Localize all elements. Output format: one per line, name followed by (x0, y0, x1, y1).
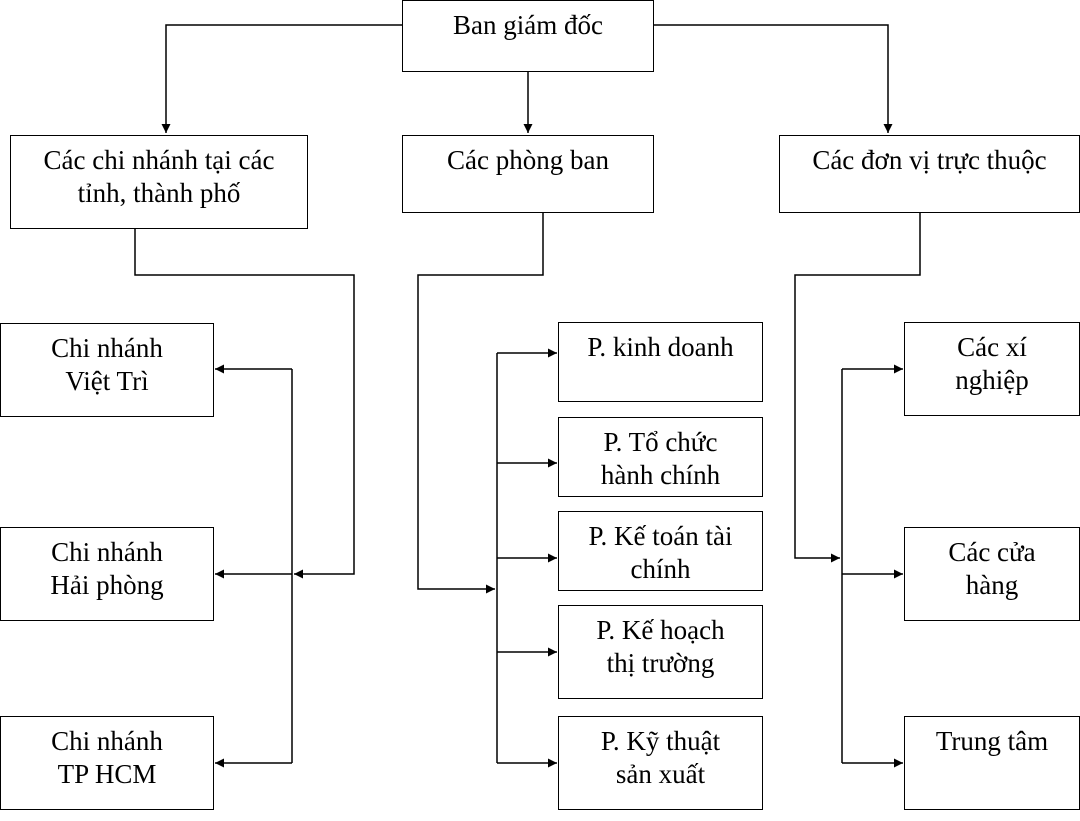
node-label-line: P. Kế toán tài (588, 521, 733, 551)
node-label-line: hành chính (600, 460, 721, 490)
arrow-root-to-units (654, 24, 893, 133)
node-p-ke-hoach-thi-truong: P. Kế hoạch thị trường (558, 605, 763, 699)
node-chi-nhanh-hai-phong: Chi nhánh Hải phòng (0, 527, 214, 621)
node-label-line: Việt Trì (65, 366, 149, 396)
connector-units-to-bus (794, 213, 921, 563)
node-label-line: thị trường (606, 648, 715, 678)
node-label-line: Ban giám đốc (453, 10, 603, 40)
node-chi-nhanh-viet-tri: Chi nhánh Việt Trì (0, 323, 214, 417)
node-label-line: chính (630, 554, 691, 584)
node-cac-cua-hang: Các cửa hàng (904, 527, 1080, 621)
node-label-line: Các chi nhánh tại các (43, 145, 275, 175)
node-label-line: tỉnh, thành phố (77, 178, 241, 208)
node-label-line: Các cửa (948, 537, 1036, 567)
node-label-line: Các xí (957, 332, 1027, 362)
node-label-line: nghiệp (955, 365, 1029, 395)
node-label-line: Chi nhánh (51, 333, 163, 363)
node-label-line: Hải phòng (50, 570, 164, 600)
node-p-kinh-doanh: P. kinh doanh (558, 322, 763, 402)
node-label-line: Các đơn vị trực thuộc (812, 145, 1047, 175)
node-label-line: Chi nhánh (51, 726, 163, 756)
node-label-line: P. kinh doanh (587, 332, 734, 362)
node-label-line: P. Kỹ thuật (600, 726, 721, 756)
node-ban-giam-doc: Ban giám đốc (402, 0, 654, 72)
node-label-line: Các phòng ban (447, 145, 609, 175)
node-label-line: Chi nhánh (51, 537, 163, 567)
arrow-root-to-branches (161, 24, 402, 133)
connector-branches-to-bus (134, 229, 355, 579)
node-cac-chi-nhanh: Các chi nhánh tại các tỉnh, thành phố (10, 135, 308, 229)
node-p-ky-thuat-san-xuat: P. Kỹ thuật sản xuất (558, 716, 763, 810)
node-label-line: TP HCM (57, 759, 157, 789)
node-chi-nhanh-tp-hcm: Chi nhánh TP HCM (0, 716, 214, 810)
node-label-line: sản xuất (615, 759, 706, 789)
node-cac-don-vi-truc-thuoc: Các đơn vị trực thuộc (779, 135, 1080, 213)
node-p-to-chuc-hanh-chinh: P. Tổ chức hành chính (558, 417, 763, 497)
node-label-line: P. Tổ chức (603, 427, 718, 457)
node-trung-tam: Trung tâm (904, 716, 1080, 810)
node-label-line: Trung tâm (935, 726, 1049, 756)
node-label-line: hàng (965, 570, 1019, 600)
node-label-line: P. Kế hoạch (596, 615, 725, 645)
node-cac-phong-ban: Các phòng ban (402, 135, 654, 213)
node-cac-xi-nghiep: Các xí nghiệp (904, 322, 1080, 416)
connector-departments-to-bus (417, 213, 544, 594)
node-p-ke-toan-tai-chinh: P. Kế toán tài chính (558, 511, 763, 591)
